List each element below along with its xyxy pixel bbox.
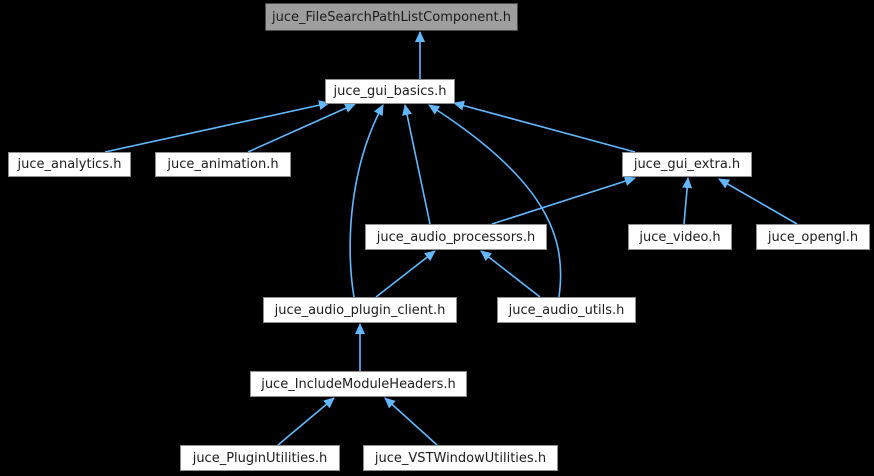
node-juce_PluginUtilities-h[interactable]: juce_PluginUtilities.h bbox=[180, 445, 340, 471]
edge-juce_audio_plugin_client-h-to-juce_gui_basics-h bbox=[349, 104, 384, 298]
node-juce_audio_processors-h[interactable]: juce_audio_processors.h bbox=[365, 224, 547, 250]
edge-juce_PluginUtilities-h-to-juce_IncludeModuleHeaders-h bbox=[277, 397, 335, 446]
edge-juce_animation-h-to-juce_gui_basics-h bbox=[247, 103, 356, 153]
node-juce_gui_basics-h[interactable]: juce_gui_basics.h bbox=[325, 79, 455, 104]
edge-juce_audio_processors-h-to-juce_gui_basics-h bbox=[402, 104, 431, 225]
node-juce_animation-h[interactable]: juce_animation.h bbox=[155, 152, 291, 177]
edge-juce_audio_processors-h-to-juce_gui_extra-h bbox=[491, 176, 636, 225]
edge-juce_VSTWindowUtilities-h-to-juce_IncludeModuleHeaders-h bbox=[384, 397, 438, 446]
node-juce_gui_extra-h[interactable]: juce_gui_extra.h bbox=[622, 152, 752, 177]
edge-juce_analytics-h-to-juce_gui_basics-h bbox=[104, 100, 330, 153]
edge-juce_audio_utils-h-to-juce_gui_basics-h bbox=[428, 104, 562, 298]
node-juce_audio_plugin_client-h[interactable]: juce_audio_plugin_client.h bbox=[263, 297, 457, 323]
edge-juce_audio_utils-h-to-juce_audio_processors-h bbox=[480, 250, 541, 298]
node-juce_opengl-h[interactable]: juce_opengl.h bbox=[756, 224, 870, 250]
node-juce_analytics-h[interactable]: juce_analytics.h bbox=[8, 152, 131, 177]
edge-group bbox=[104, 31, 798, 446]
node-juce_FileSearchPathListComponent-h: juce_FileSearchPathListComponent.h bbox=[265, 3, 518, 31]
node-juce_audio_utils-h[interactable]: juce_audio_utils.h bbox=[497, 297, 636, 323]
node-juce_video-h[interactable]: juce_video.h bbox=[628, 224, 732, 250]
node-juce_VSTWindowUtilities-h[interactable]: juce_VSTWindowUtilities.h bbox=[363, 445, 558, 471]
edge-juce_opengl-h-to-juce_gui_extra-h bbox=[718, 178, 798, 225]
edge-juce_gui_extra-h-to-juce_gui_basics-h bbox=[453, 100, 636, 153]
node-juce_IncludeModuleHeaders-h[interactable]: juce_IncludeModuleHeaders.h bbox=[250, 371, 467, 397]
edge-juce_video-h-to-juce_gui_extra-h bbox=[682, 177, 693, 225]
edge-juce_audio_plugin_client-h-to-juce_audio_processors-h bbox=[375, 250, 436, 298]
